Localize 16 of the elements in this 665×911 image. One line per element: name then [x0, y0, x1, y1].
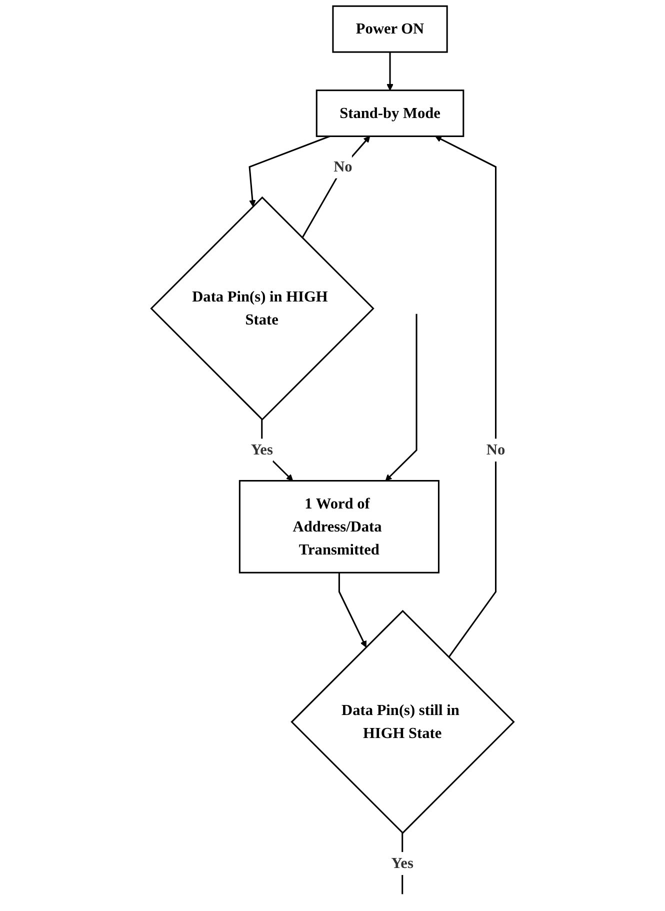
arrow — [248, 136, 330, 207]
node-diamond: Data Pin(s) in HIGH State — [150, 196, 374, 421]
edge-label: No — [486, 442, 506, 459]
edge-label: No — [334, 158, 352, 176]
arrow — [261, 420, 294, 482]
arrow — [435, 136, 497, 658]
edge-label: Yes — [391, 855, 414, 872]
edge-label: Yes — [250, 442, 273, 459]
arrow — [385, 314, 418, 482]
arrow — [338, 572, 366, 648]
node-box: Stand-by Mode — [316, 90, 464, 138]
arrow — [386, 52, 394, 91]
node-box: Power ON — [332, 5, 448, 53]
arrow — [302, 136, 370, 238]
node-box: 1 Word of Address/Data Transmitted — [238, 480, 440, 574]
node-diamond: Data Pin(s) still in HIGH State — [290, 610, 515, 834]
